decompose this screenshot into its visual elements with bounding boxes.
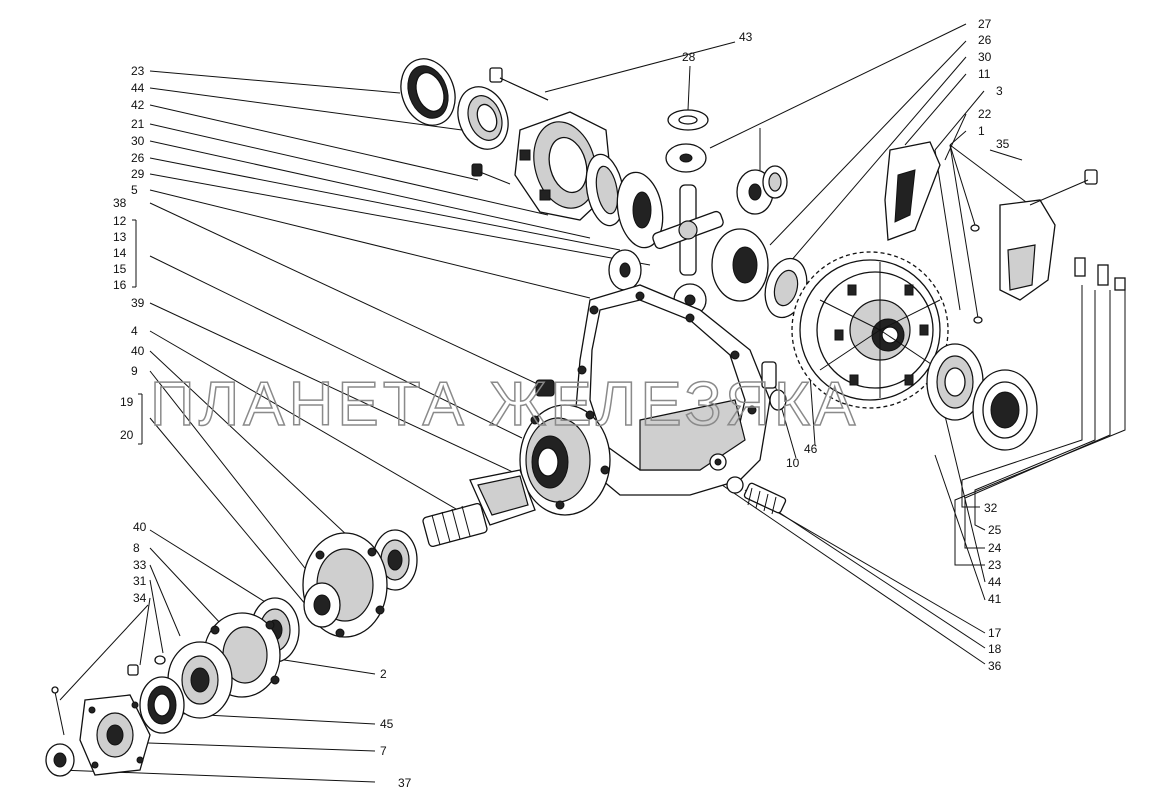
bearing-44b-41	[926, 343, 984, 421]
callout-16: 16	[113, 278, 127, 292]
callout-35: 35	[996, 137, 1010, 151]
callout-2: 2	[380, 667, 387, 681]
callout-23: 23	[131, 64, 145, 78]
callout-5: 5	[131, 183, 138, 197]
callout-28: 28	[682, 50, 696, 64]
callout-13: 13	[113, 230, 127, 244]
callout-44-right: 44	[988, 575, 1002, 589]
differential-case-half-21	[514, 111, 613, 221]
callout-41: 41	[988, 592, 1002, 606]
callout-37: 37	[398, 776, 412, 790]
crown-wheel-gear	[791, 251, 949, 409]
split-pin	[51, 686, 65, 736]
callout-22: 22	[978, 107, 992, 121]
callout-32: 32	[984, 501, 998, 515]
callout-1: 1	[978, 124, 985, 138]
callout-31: 31	[133, 574, 147, 588]
flange-7	[79, 694, 151, 776]
callout-12: 12	[113, 214, 127, 228]
bearing-44	[457, 86, 509, 150]
callout-26-right: 26	[978, 33, 992, 47]
callout-29: 29	[131, 167, 145, 181]
castle-nut-37	[45, 743, 75, 777]
callout-40: 40	[131, 344, 145, 358]
seal-ring-23	[400, 58, 456, 126]
pins-22-1	[970, 224, 983, 324]
callout-14: 14	[113, 246, 127, 260]
callout-33: 33	[133, 558, 147, 572]
callout-30-right: 30	[978, 50, 992, 64]
callout-17: 17	[988, 626, 1002, 640]
callout-21: 21	[131, 117, 145, 131]
callout-40-lower: 40	[133, 520, 147, 534]
callout-27: 27	[978, 17, 992, 31]
washer-31	[154, 655, 166, 665]
adjusting-nut-32	[972, 369, 1038, 451]
pinion-bearing-cage-38	[519, 404, 611, 516]
bearing-cap-right-35	[999, 199, 1056, 301]
bolt-35	[1029, 169, 1098, 206]
vent-fitting-10	[761, 361, 787, 411]
callout-15: 15	[113, 262, 127, 276]
callout-25: 25	[988, 523, 1002, 537]
callout-46: 46	[804, 442, 818, 456]
callout-9: 9	[131, 364, 138, 378]
lock-plate-25	[1074, 257, 1126, 291]
stud-17-18	[743, 482, 787, 515]
callout-42: 42	[131, 98, 145, 112]
bearing-housing-9	[302, 532, 388, 638]
callout-10: 10	[786, 456, 800, 470]
callout-30: 30	[131, 134, 145, 148]
side-gear-11	[711, 228, 769, 302]
callout-39: 39	[131, 296, 145, 310]
callout-43: 43	[739, 30, 753, 44]
callout-11: 11	[978, 67, 991, 81]
callout-8: 8	[133, 541, 140, 555]
washer-small-right	[762, 165, 788, 199]
bolt-42	[471, 163, 511, 185]
callout-34: 34	[133, 591, 147, 605]
oil-seal-45	[139, 676, 185, 734]
callout-26: 26	[131, 151, 145, 165]
callout-18: 18	[988, 642, 1002, 656]
callout-4: 4	[131, 324, 138, 338]
callout-36: 36	[988, 659, 1002, 673]
drive-pinion-4	[422, 469, 536, 548]
callout-19: 19	[120, 395, 134, 409]
callout-7: 7	[380, 744, 387, 758]
callout-3: 3	[996, 84, 1003, 98]
pinion-gear-27	[665, 143, 707, 173]
leader-lines	[59, 23, 1126, 783]
callout-44: 44	[131, 81, 145, 95]
spider-cross-29	[652, 184, 724, 276]
bolt-43	[489, 67, 549, 101]
callout-45: 45	[380, 717, 394, 731]
callout-24: 24	[988, 541, 1002, 555]
watermark-text: ПЛАНЕТА ЖЕЛЕЗЯКА	[150, 370, 859, 439]
callout-38: 38	[113, 196, 127, 210]
callout-23-right: 23	[988, 558, 1002, 572]
nut-36	[709, 453, 744, 494]
side-gear-26	[616, 171, 664, 249]
bolt-34	[127, 664, 139, 676]
plug-39	[535, 379, 555, 397]
bearing-cap-3	[884, 141, 941, 241]
final-drive-housing-5	[574, 284, 771, 496]
washer-28	[667, 109, 709, 131]
callout-20: 20	[120, 428, 134, 442]
